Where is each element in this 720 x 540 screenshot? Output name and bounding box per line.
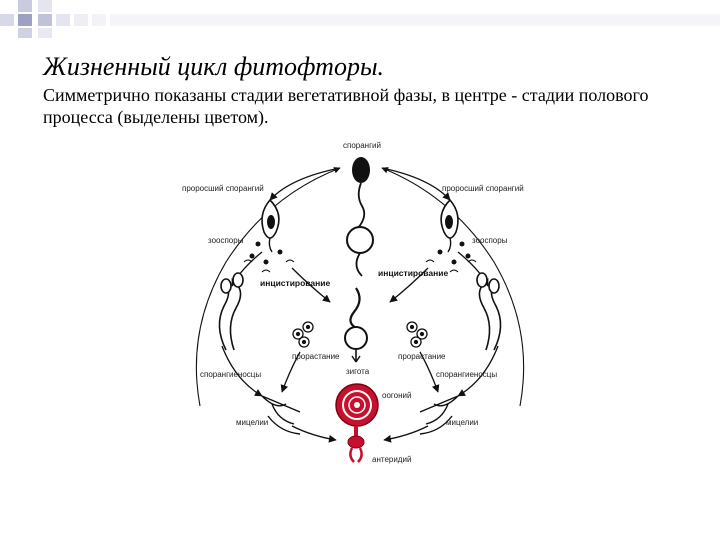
diagram-labels: спорангий проросший спорангий проросший … <box>182 141 524 464</box>
label-germination-left: прорастание <box>292 352 340 361</box>
slide-title: Жизненный цикл фитофторы. <box>43 52 385 81</box>
encysted-spores-right <box>406 321 428 348</box>
label-zygote: зигота <box>346 367 370 376</box>
label-mycelium-right: мицелии <box>446 418 478 427</box>
sporangium-top <box>346 157 374 277</box>
sprouted-sporangium-left <box>261 198 280 253</box>
label-sporangiophores-right: спорангиеносцы <box>436 370 497 379</box>
label-zoospores-right: зооспоры <box>472 236 508 245</box>
encysted-spores-left <box>292 321 314 348</box>
zoospores-left <box>243 241 295 273</box>
sprouted-sporangium-right <box>440 198 459 253</box>
slide-subtitle: Симметрично показаны стадии вегетативной… <box>43 85 649 127</box>
mycelium-left <box>261 395 301 435</box>
sporangiophores-left <box>218 272 244 351</box>
label-sprouted-sporangium-right: проросший спорангий <box>442 184 524 193</box>
oogonium-with-oospore <box>335 383 379 427</box>
antheridium <box>347 426 365 463</box>
label-antheridium: антеридий <box>372 455 411 464</box>
label-germination-right: прорастание <box>398 352 446 361</box>
mycelium-right <box>419 395 459 435</box>
zoospores-right <box>425 241 477 273</box>
label-sprouted-sporangium-left: проросший спорангий <box>182 184 264 193</box>
decorative-squares <box>0 0 720 38</box>
label-mycelium-left: мицелии <box>236 418 268 427</box>
label-encystment-left: инцистирование <box>260 278 331 288</box>
label-sporangium: спорангий <box>343 141 381 150</box>
label-oogonium: оогоний <box>382 391 411 400</box>
sporangiophores-right <box>476 272 502 351</box>
label-sporangiophores-left: спорангиеносцы <box>200 370 261 379</box>
label-zoospores-left: зооспоры <box>208 236 244 245</box>
label-encystment-right: инцистирование <box>378 268 449 278</box>
germinating-zygote <box>344 287 368 363</box>
